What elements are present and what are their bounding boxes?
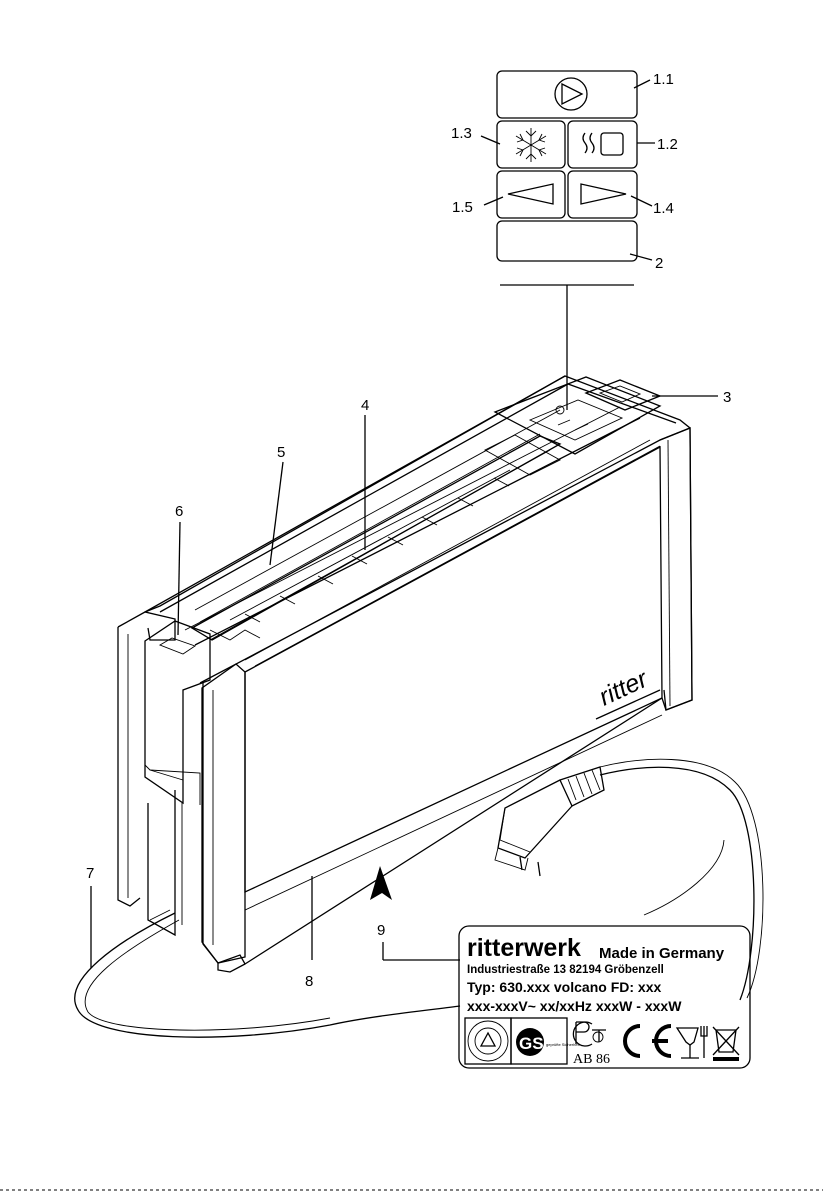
rating-plate: ritterwerk Made in Germany Industriestra… (459, 926, 750, 1068)
callout-7: 7 (86, 865, 94, 882)
heat-bread-icon (583, 133, 623, 155)
callout-5: 5 (277, 444, 285, 461)
power-cord (75, 759, 763, 1037)
callout-2: 2 (655, 255, 663, 272)
plate-typ-line: Typ: 630.xxx volcano FD: xxx (467, 979, 661, 995)
plate-pct-code: AB 86 (573, 1052, 610, 1067)
gs-text: geprüfte Sicherheit (546, 1042, 580, 1047)
arrow-left-icon (508, 184, 553, 204)
callout-1-4: 1.4 (653, 200, 674, 217)
food-safe-icon (677, 1026, 707, 1058)
toast-slot (192, 436, 560, 640)
callout-1-1: 1.1 (653, 71, 674, 88)
plate-made-in: Made in Germany (599, 945, 725, 962)
snowflake-icon (516, 128, 546, 162)
callout-3: 3 (723, 389, 731, 406)
top-control-panel (495, 377, 660, 454)
browning-up-button-detail (568, 171, 637, 218)
svg-text:GS: GS (519, 1034, 544, 1053)
tuv-seal-icon (465, 1018, 511, 1064)
plate-brand: ritterwerk (467, 934, 581, 962)
base-arrow-icon (370, 866, 392, 900)
browning-down-button-detail (497, 171, 565, 218)
toaster-body: ritter (118, 376, 718, 972)
plate-rating-line: xxx-xxxV~ xx/xxHz xxxW - xxxW (467, 998, 682, 1014)
callout-8: 8 (305, 973, 313, 990)
callout-1-5: 1.5 (452, 199, 473, 216)
callout-1-3: 1.3 (451, 125, 472, 142)
arrow-right-icon (581, 184, 626, 204)
display-detail (497, 221, 637, 261)
ce-mark (625, 1026, 671, 1056)
callout-9: 9 (377, 922, 385, 939)
weee-bin-icon (713, 1027, 739, 1061)
control-panel-detail (481, 71, 655, 410)
brand-mark: ritter (595, 664, 654, 711)
plate-address: Industriestraße 13 82194 Gröbenzell (467, 964, 664, 976)
plug-icon (495, 767, 604, 876)
gs-mark-icon: GS geprüfte Sicherheit (511, 1018, 580, 1064)
reheat-button-detail (568, 121, 637, 168)
callout-6: 6 (175, 503, 183, 520)
play-circle-icon (555, 78, 587, 110)
callout-4: 4 (361, 397, 369, 414)
callout-1-2: 1.2 (657, 136, 678, 153)
